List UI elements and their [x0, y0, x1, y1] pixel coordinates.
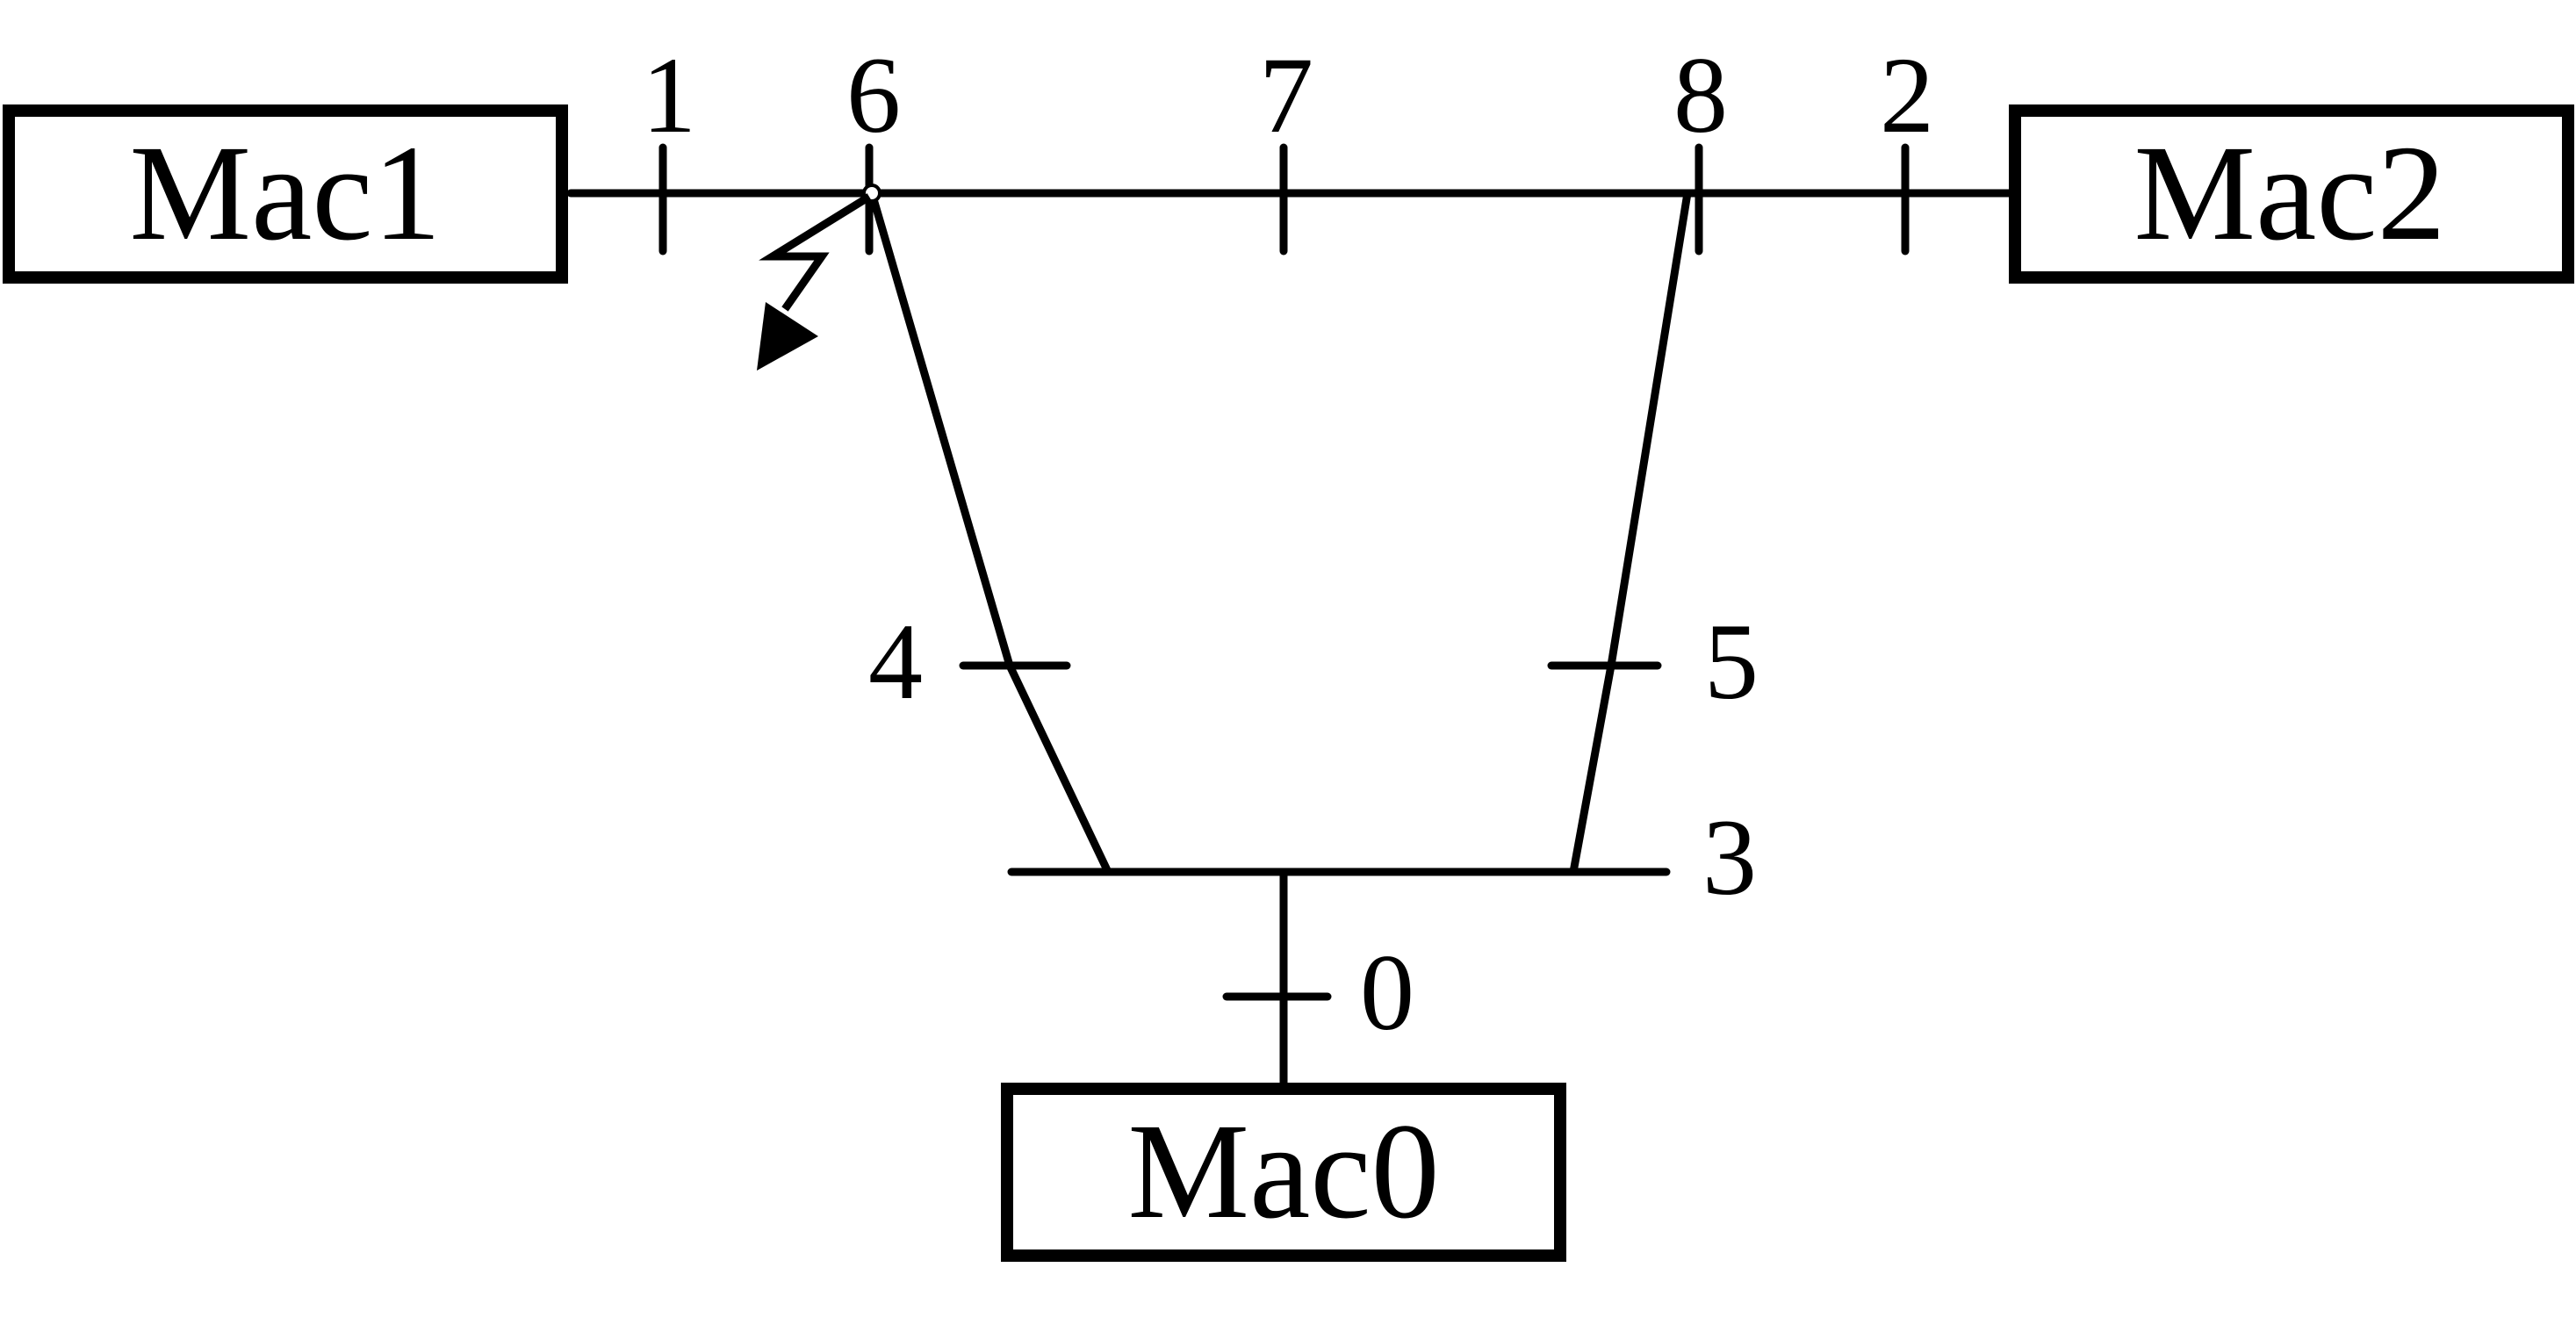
line-4-to-3	[1005, 661, 1112, 876]
mac1-label: Mac1	[129, 117, 441, 269]
line-6-to-4	[867, 189, 1014, 670]
machine-mac1: Mac1	[3, 104, 568, 284]
node-label-2: 2	[1880, 35, 1934, 155]
line-5-to-3	[1569, 661, 1615, 876]
mac2-label: Mac2	[2133, 117, 2445, 269]
machine-mac2: Mac2	[2009, 104, 2574, 284]
machine-mac0: Mac0	[1001, 1083, 1566, 1262]
node-label-3: 3	[1702, 797, 1757, 918]
node-label-1: 1	[642, 35, 696, 155]
node-label-0: 0	[1360, 933, 1414, 1053]
node-label-8: 8	[1673, 35, 1728, 155]
node-label-4: 4	[868, 601, 923, 722]
mac1-box	[3, 104, 568, 284]
node-label-5: 5	[1704, 601, 1759, 722]
line-8-to-5	[1607, 189, 1692, 670]
node-label-6: 6	[846, 35, 901, 155]
lightning-arrow-icon	[757, 193, 872, 371]
node-label-7: 7	[1259, 35, 1313, 155]
mac0-label: Mac0	[1127, 1095, 1439, 1247]
mac2-box	[2009, 104, 2574, 284]
